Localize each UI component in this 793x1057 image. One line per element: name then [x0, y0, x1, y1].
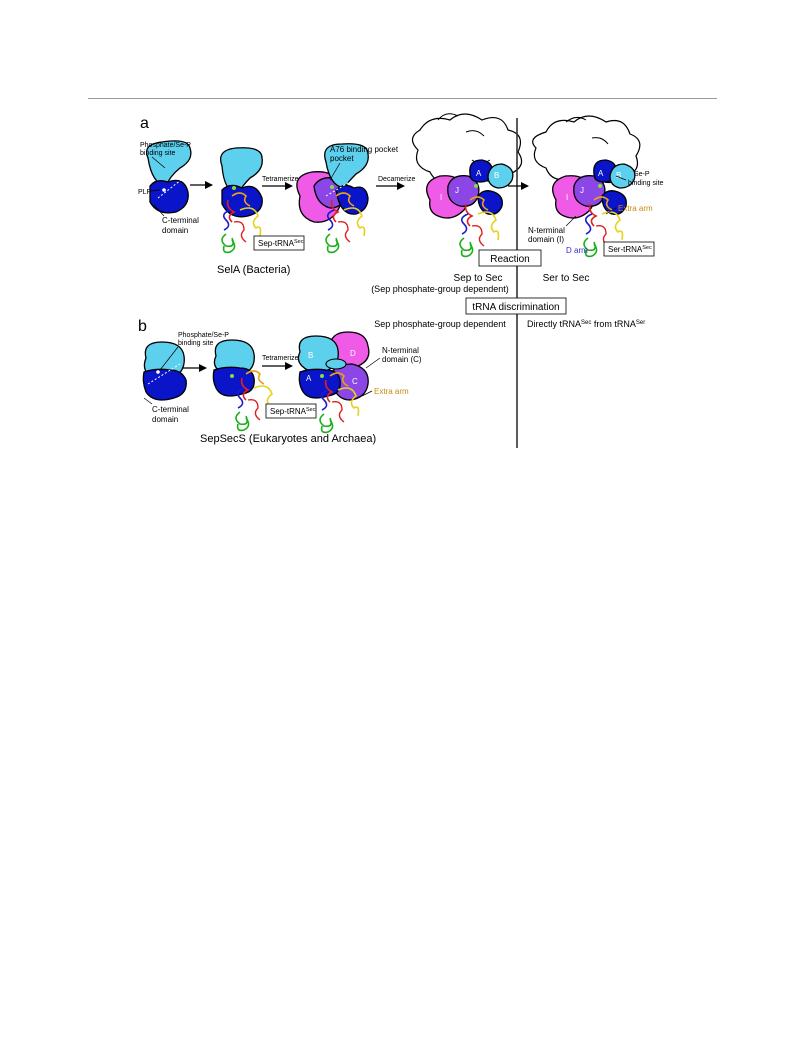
sela-decamerize-label: Decamerize: [378, 176, 415, 183]
sela-decamer-sep: A B I J: [411, 113, 523, 258]
discrimination-header-box: [465, 297, 567, 315]
sela-cterm-label-2: domain: [162, 226, 188, 235]
sepsecs-subunit-d: D: [350, 349, 356, 358]
sela-tetramerize-label: Tetramerize: [262, 176, 299, 183]
sela-d-arm-label: D arm: [566, 246, 588, 255]
left-discrimination: Sep phosphate-group dependent: [374, 319, 506, 329]
left-reaction-note: (Sep phosphate-group dependent): [371, 284, 509, 294]
right-reaction: Ser to Sec: [543, 273, 590, 284]
sela-ser-subunit-b: B: [616, 171, 621, 180]
sela-monomer-trna: [219, 147, 263, 254]
sepsecs-tetramerize-label: Tetramerize: [262, 355, 299, 362]
sela-sep-p-label-2: binding site: [628, 180, 664, 187]
sela-ser-subunit-a: A: [598, 169, 604, 178]
sepsecs-binding-site-label-1: Phosphate/Se-P: [178, 332, 229, 339]
sela-caption: SelA (Bacteria): [217, 264, 290, 276]
sela-tetramer: [296, 143, 369, 254]
sepsecs-binding-site-label-2: binding site: [178, 340, 214, 347]
sela-nterm-label-2: domain (I): [528, 235, 564, 244]
sepsecs-extra-arm-label: Extra arm: [374, 387, 409, 396]
sela-ser-subunit-i: I: [566, 193, 568, 202]
sela-sep-trna-box: [253, 235, 305, 251]
sela-decamer-ser: A B I J: [532, 115, 641, 258]
sela-sep-trna-label: Sep-tRNASec: [258, 239, 304, 248]
sela-binding-site-label-2: binding site: [140, 150, 176, 157]
sepsecs-nterm-label-2: domain (C): [382, 355, 422, 364]
sela-plp-label: PLP: [138, 189, 152, 196]
sepsecs-subunit-b: B: [308, 351, 313, 360]
sela-subunit-b: B: [494, 171, 499, 180]
sela-binding-site-label-1: Phosphate/Se-P: [140, 142, 191, 149]
sepsecs-caption: SepSecS (Eukaryotes and Archaea): [200, 433, 376, 445]
sela-sep-p-label-1: Se-P: [634, 171, 650, 178]
reaction-header: Reaction: [490, 254, 529, 265]
sepsecs-monomer: [142, 341, 187, 401]
sela-subunit-i: I: [440, 193, 442, 202]
sepsecs-nterm-label-1: N-terminal: [382, 346, 419, 355]
sela-a76-label-1: A76 binding pocket: [330, 145, 399, 154]
sepsecs-sep-trna-box: [265, 403, 317, 419]
sela-monomer: [145, 140, 192, 214]
sepsecs-cterm-label-1: C-terminal: [152, 405, 189, 414]
sela-ser-trna-box: [603, 241, 655, 257]
right-discrimination: Directly tRNASec from tRNASer: [527, 319, 645, 329]
sela-subunit-a: A: [476, 169, 482, 178]
reaction-header-box: [478, 249, 542, 267]
panel-b-letter: b: [138, 318, 147, 335]
sela-ser-trna-label: Ser-tRNASec: [608, 245, 652, 254]
sepsecs-subunit-c: C: [352, 377, 358, 386]
discrimination-header: tRNA discrimination: [472, 302, 559, 313]
sela-subunit-j: J: [455, 186, 459, 195]
sela-a76-label-2: pocket: [330, 154, 354, 163]
sepsecs-subunit-a: A: [306, 374, 312, 383]
sela-nterm-label-1: N-terminal: [528, 226, 565, 235]
sela-cterm-label-1: C-terminal: [162, 216, 199, 225]
sepsecs-sep-trna-label: Sep-tRNASec: [270, 407, 316, 416]
panel-a-letter: a: [140, 115, 149, 132]
sepsecs-cterm-label-2: domain: [152, 415, 178, 424]
left-reaction: Sep to Sec: [454, 273, 503, 284]
sepsecs-monomer-trna: [212, 339, 276, 432]
sela-extra-arm-label: Extra arm: [618, 204, 653, 213]
sepsecs-tetramer: B A C D: [297, 331, 370, 434]
sela-ser-subunit-j: J: [580, 186, 584, 195]
header-rule: [88, 98, 717, 99]
